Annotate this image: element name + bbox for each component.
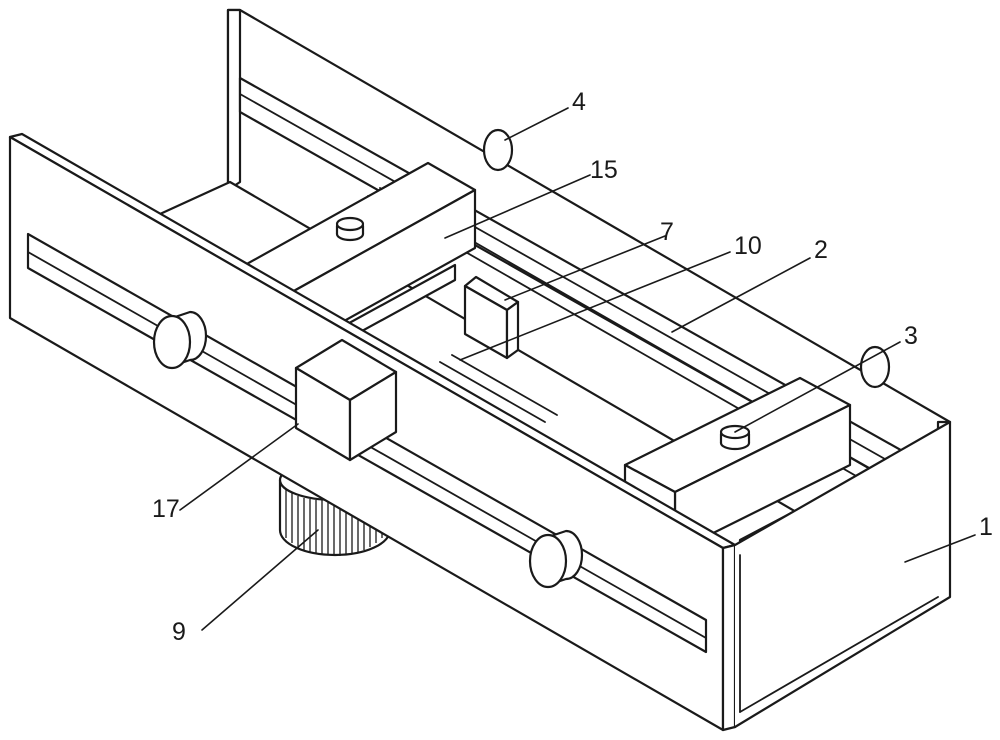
label-1: 1 (979, 513, 993, 541)
connecting-strip (439, 354, 558, 423)
label-9: 9 (172, 618, 186, 646)
lower-clamp-knob (719, 424, 751, 451)
sensor-block (463, 275, 520, 360)
label-15: 15 (590, 156, 618, 184)
label-3: 3 (904, 322, 918, 350)
control-box (294, 338, 398, 462)
back-knob-top (482, 128, 514, 172)
leader-lines (179, 107, 976, 631)
label-4: 4 (572, 88, 586, 116)
back-knob-right (859, 345, 891, 389)
reference-labels: 1 2 3 4 7 9 10 15 17 (152, 88, 993, 646)
label-2: 2 (814, 236, 828, 264)
label-17: 17 (152, 495, 180, 523)
label-10: 10 (734, 232, 762, 260)
right-channel-end (733, 420, 952, 729)
label-7: 7 (660, 218, 674, 246)
front-knob-right (528, 529, 584, 589)
upper-clamp-knob (335, 216, 365, 242)
front-knob-left (152, 310, 208, 370)
